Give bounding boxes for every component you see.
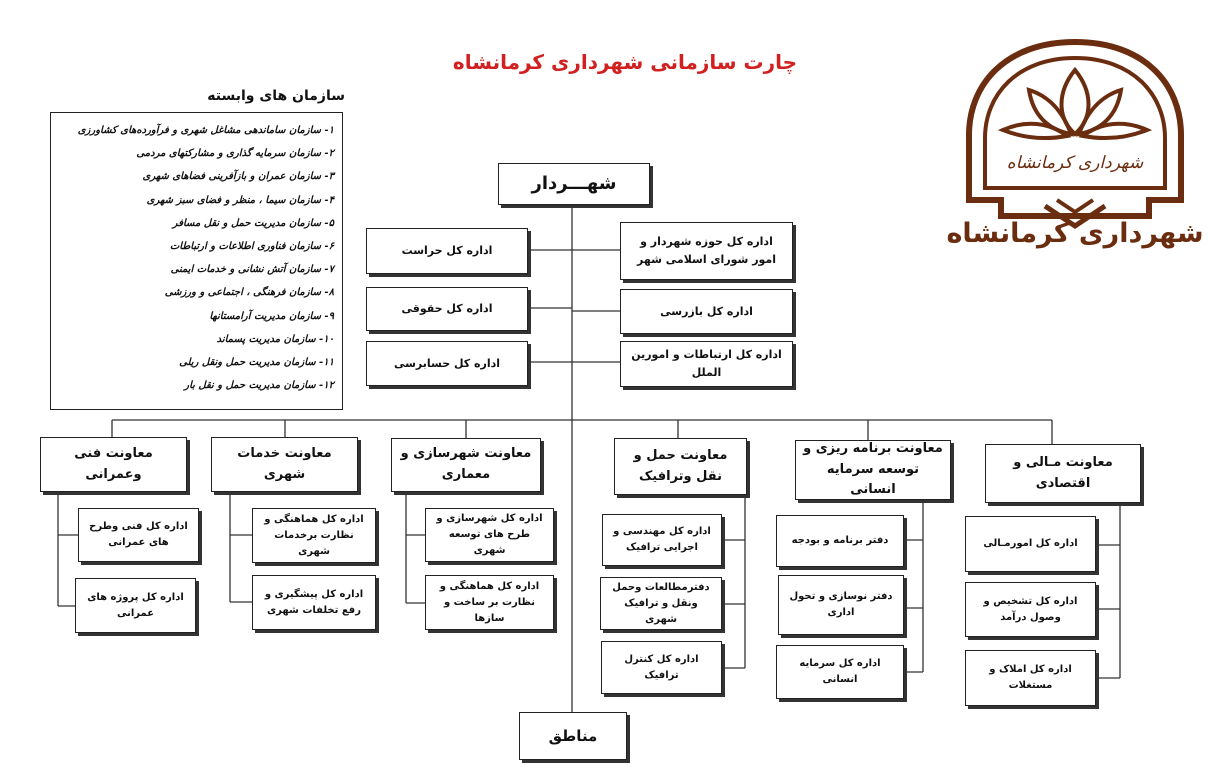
associated-orgs-title: سازمان های وابسته (207, 88, 345, 104)
deputy-finance-box: معاونت مـالی و اقتصادی (985, 444, 1141, 503)
logo-emblem-text: شهرداری کرمانشاه (1007, 153, 1144, 173)
municipality-logo-icon: شهرداری کرمانشاه (966, 38, 1184, 230)
list-item: ۱۰- سازمان مدیریت پسماند (216, 333, 334, 345)
list-item: ۳- سازمان عمران و بازآفرینی فضاهای شهری (142, 171, 334, 183)
list-item: ۱۲- سازمان مدیریت حمل و نقل بار (184, 380, 334, 392)
staff-communications-box: اداره کل ارتباطات و امورین الملل (620, 341, 793, 387)
unit-box: اداره کل پروژه های عمرانی (75, 578, 196, 633)
unit-box: اداره کل تشخیص و وصول درآمد (965, 582, 1096, 637)
list-item: ۷- سازمان آتش نشانی و خدمات ایمنی (170, 264, 334, 276)
unit-box: اداره کل سرمایه انسانی (776, 645, 904, 699)
list-item: ۲- سازمان سرمایه گذاری و مشارکتهای مردمی (136, 148, 334, 160)
list-item: ۹- سازمان مدیریت آرامستانها (209, 310, 334, 322)
unit-box: اداره کل شهرسازی و طرح های توسعه شهری (425, 508, 554, 562)
unit-box: دفترمطالعات وحمل ونقل و ترافیک شهری (600, 577, 722, 630)
list-item: ۴- سازمان سیما ، منظر و فضای سبز شهری (146, 194, 334, 206)
unit-box: اداره کل هماهنگی و نظارت بر ساخت و سازها (425, 575, 554, 630)
list-item: ۵- سازمان مدیریت حمل و نقل مسافر (172, 217, 334, 229)
list-item: ۶- سازمان فناوری اطلاعات و ارتباطات (169, 241, 334, 253)
deputy-transport-box: معاونت حمل و نقل وترافیک (614, 438, 747, 495)
deputy-urban-planning-box: معاونت شهرسازی و معماری (391, 438, 541, 492)
associated-orgs-list: ۱- سازمان ساماندهی مشاغل شهری و فرآورده‌… (50, 112, 343, 410)
mayor-box: شهـــردار (498, 163, 650, 205)
unit-box: دفتر نوسازی و تحول اداری (778, 575, 904, 635)
unit-box: اداره کل امورمـالی (965, 516, 1096, 572)
unit-box: اداره کل کنترل ترافیک (601, 641, 722, 694)
unit-box: اداره کل مهندسی و اجرایی ترافیک (602, 514, 722, 566)
list-item: ۱۱- سازمان مدیریت حمل ونقل ریلی (179, 357, 334, 369)
deputy-technical-box: معاونت فنی وعمرانی (40, 437, 187, 492)
page-title: چارت سازمانی شهرداری کرمانشاه (452, 50, 798, 74)
deputy-urban-services-box: معاونت خدمات شهری (211, 437, 358, 492)
staff-inspection-box: اداره کل بازرسی (620, 289, 793, 334)
staff-audit-box: اداره کل حسابرسی (366, 341, 528, 386)
logo-caption: شهرداری کرمانشاه (946, 218, 1204, 249)
staff-security-box: اداره کل حراست (366, 228, 528, 274)
list-item: ۱- سازمان ساماندهی مشاغل شهری و فرآورده‌… (77, 125, 334, 136)
unit-box: اداره کل املاک و مستغلات (965, 650, 1096, 706)
staff-legal-box: اداره کل حقوقی (366, 287, 528, 331)
staff-mayor-office-box: اداره کل حوزه شهردار و امور شورای اسلامی… (620, 222, 793, 280)
regions-box: مناطق (519, 712, 627, 760)
deputy-planning-hr-box: معاونت برنامه ریزی و توسعه سرمایه انسانی (795, 440, 951, 500)
unit-box: اداره کل فنی وطرح های عمرانی (78, 508, 199, 562)
unit-box: اداره کل پیشگیری و رفع تخلفات شهری (252, 575, 376, 630)
unit-box: دفتر برنامه و بودجه (776, 515, 904, 567)
unit-box: اداره کل هماهنگی و نظارت برخدمات شهری (252, 508, 376, 563)
list-item: ۸- سازمان فرهنگی ، اجتماعی و ورزشی (164, 287, 334, 299)
